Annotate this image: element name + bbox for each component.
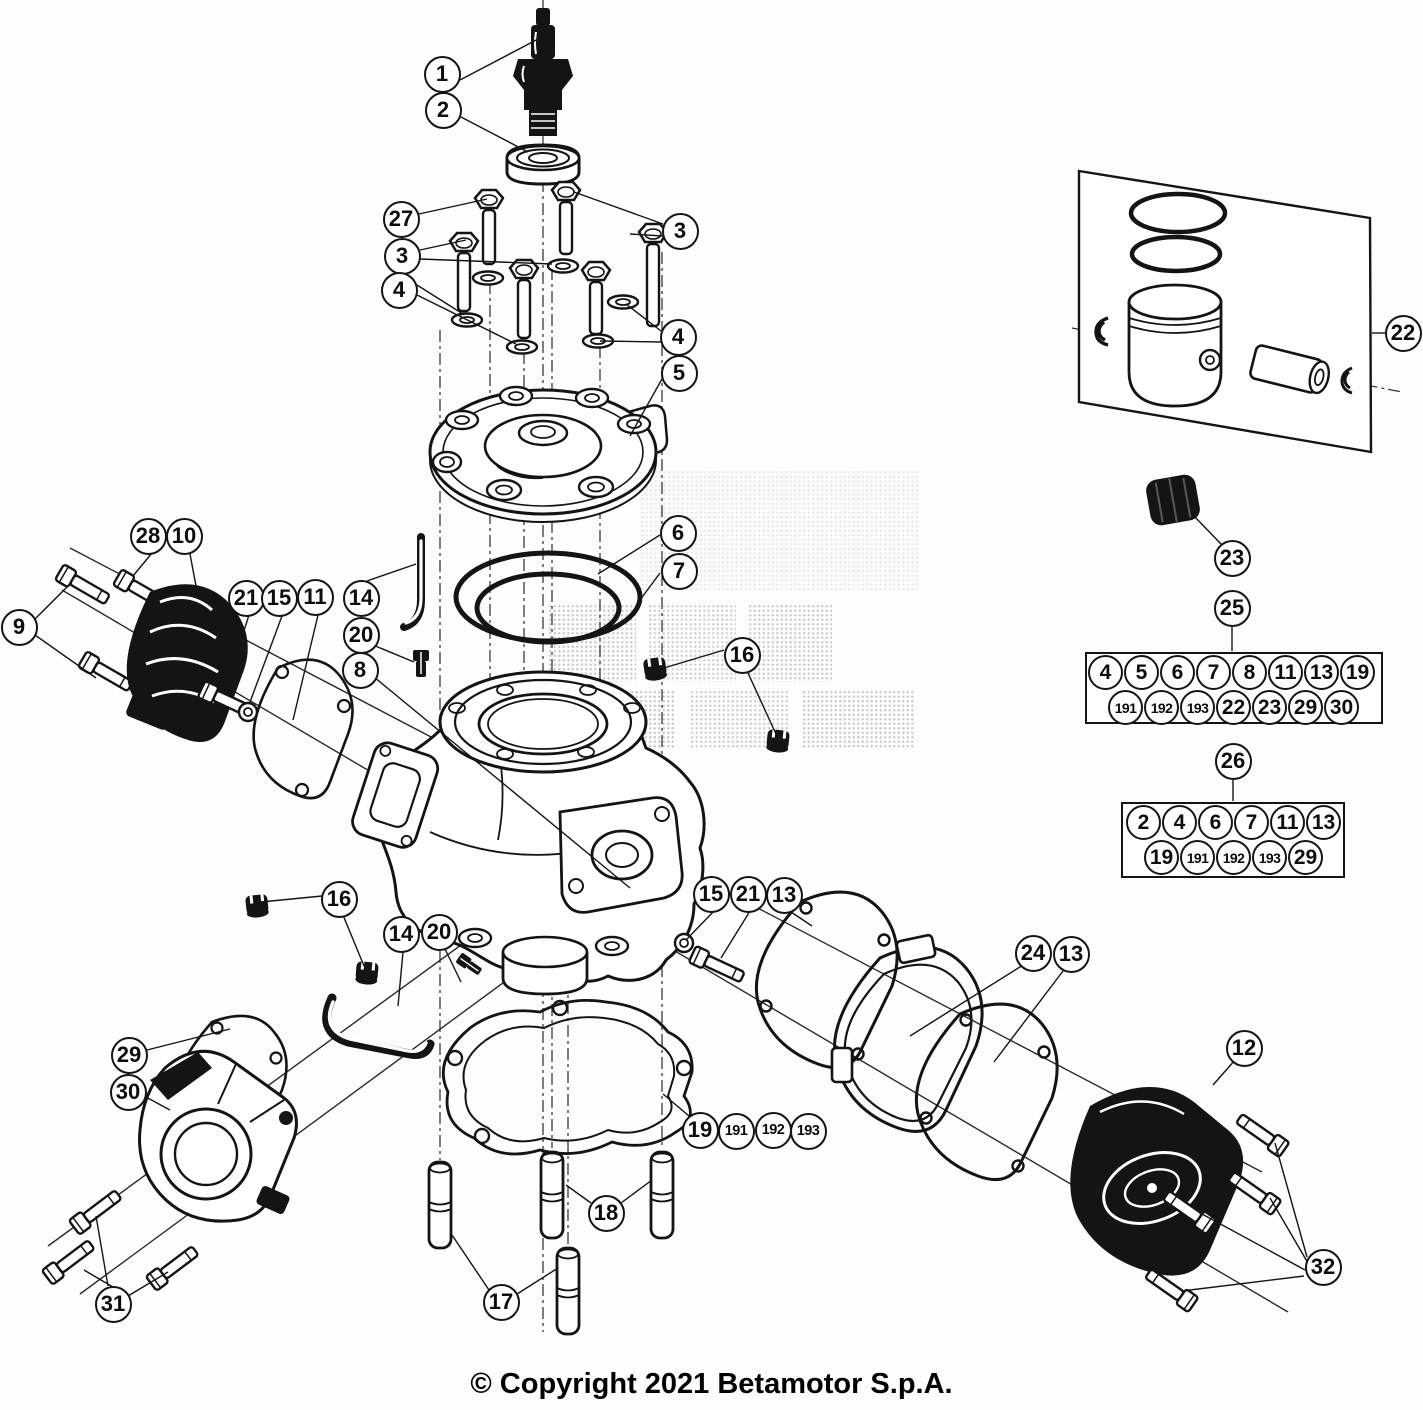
callout-3: 3 xyxy=(661,212,699,250)
ref-group-25-item-6: 6 xyxy=(1160,655,1195,690)
callout-17: 17 xyxy=(482,1283,520,1321)
callout-28: 28 xyxy=(129,517,167,555)
head-bolts xyxy=(448,180,669,355)
rubber-cap xyxy=(1146,474,1200,526)
copyright-text: © Copyright 2021 Betamotor S.p.A. xyxy=(470,1368,953,1400)
watermark-block xyxy=(802,690,914,748)
ref-group-25-item-13: 13 xyxy=(1304,655,1339,690)
callout-3: 3 xyxy=(383,237,421,275)
callout-21: 21 xyxy=(729,875,767,913)
cylinder xyxy=(351,670,706,996)
callout-1: 1 xyxy=(423,55,461,93)
callout-31: 31 xyxy=(94,1285,132,1323)
ref-group-25-item-22: 22 xyxy=(1216,690,1251,725)
callout-16: 16 xyxy=(723,636,761,674)
ref-group-26-item-7: 7 xyxy=(1234,805,1269,840)
plug-seal-washer xyxy=(505,143,581,186)
ref-group-25-item-29: 29 xyxy=(1288,690,1323,725)
ref-group-25-item-4: 4 xyxy=(1088,655,1123,690)
base-gasket xyxy=(441,999,694,1156)
ref-group-25-item-23: 23 xyxy=(1252,690,1287,725)
ref-group-26-item-11: 11 xyxy=(1270,805,1305,840)
callout-14: 14 xyxy=(342,579,380,617)
callout-15: 15 xyxy=(260,579,298,617)
ref-group-26-item-4: 4 xyxy=(1162,805,1197,840)
ref-group-26-item-191: 191 xyxy=(1180,840,1215,875)
callout-21: 21 xyxy=(227,579,265,617)
intake-spacer xyxy=(830,933,984,1133)
callout-29: 29 xyxy=(110,1036,148,1074)
ref-group-26-item-6: 6 xyxy=(1198,805,1233,840)
ref-group-26-item-29: 29 xyxy=(1288,840,1323,875)
callout-10: 10 xyxy=(165,517,203,555)
callout-27: 27 xyxy=(382,200,420,238)
ref-group-25-item-5: 5 xyxy=(1124,655,1159,690)
watermark-block xyxy=(748,604,832,682)
callout-4: 4 xyxy=(659,318,697,356)
leader-lines xyxy=(34,37,1385,1297)
ref-group-25-item-8: 8 xyxy=(1232,655,1267,690)
callout-23: 23 xyxy=(1213,539,1251,577)
callout-13: 13 xyxy=(1052,935,1090,973)
callout-192: 192 xyxy=(754,1111,792,1149)
callout-6: 6 xyxy=(659,514,697,552)
ref-group-25-item-191: 191 xyxy=(1108,690,1143,725)
callout-32: 32 xyxy=(1304,1248,1342,1286)
ref-group-25-item-30: 30 xyxy=(1324,690,1359,725)
head-o-rings xyxy=(453,550,643,645)
head-cover-gasket xyxy=(252,658,354,800)
ref-group-26-item-192: 192 xyxy=(1216,840,1251,875)
ref-group-26-item-2: 2 xyxy=(1126,805,1161,840)
callout-25: 25 xyxy=(1213,589,1251,627)
callout-9: 9 xyxy=(0,608,38,646)
ref-group-26-item-19: 19 xyxy=(1144,840,1179,875)
callout-24: 24 xyxy=(1014,934,1052,972)
piston-kit-box xyxy=(1077,169,1373,454)
callout-26: 26 xyxy=(1214,742,1252,780)
intake-cover xyxy=(1070,1086,1244,1276)
callout-22: 22 xyxy=(1384,314,1422,352)
ref-group-25-item-193: 193 xyxy=(1180,690,1215,725)
callout-12: 12 xyxy=(1225,1029,1263,1067)
coolant-pipe-upper xyxy=(400,533,425,631)
intake-gasket-2 xyxy=(914,1002,1059,1181)
callout-2: 2 xyxy=(424,91,462,129)
head-cover xyxy=(126,584,248,742)
studs xyxy=(427,1150,675,1336)
ref-group-25-item-7: 7 xyxy=(1196,655,1231,690)
callout-4: 4 xyxy=(380,271,418,309)
callout-20: 20 xyxy=(342,616,380,654)
fitting-lower xyxy=(456,953,482,975)
callout-16: 16 xyxy=(320,880,358,918)
reed-valve-body xyxy=(138,1049,298,1223)
callout-191: 191 xyxy=(717,1112,755,1150)
callout-15: 15 xyxy=(692,875,730,913)
ref-group-25-item-11: 11 xyxy=(1268,655,1303,690)
spark-plug xyxy=(513,8,573,136)
callout-14: 14 xyxy=(382,915,420,953)
ref-group-25-item-19: 19 xyxy=(1340,655,1375,690)
ref-group-26-item-193: 193 xyxy=(1252,840,1287,875)
callout-5: 5 xyxy=(660,354,698,392)
callout-20: 20 xyxy=(420,913,458,951)
callout-30: 30 xyxy=(109,1073,147,1111)
ref-group-25-item-192: 192 xyxy=(1144,690,1179,725)
fitting-upper xyxy=(413,650,429,677)
cylinder-head xyxy=(428,385,669,523)
callout-11: 11 xyxy=(296,578,334,616)
intake-screw-washer xyxy=(673,932,748,987)
callout-8: 8 xyxy=(341,651,379,689)
callout-193: 193 xyxy=(789,1112,827,1150)
callout-18: 18 xyxy=(587,1194,625,1232)
callout-7: 7 xyxy=(660,552,698,590)
callout-19: 19 xyxy=(681,1111,719,1149)
ref-group-26-item-13: 13 xyxy=(1306,805,1341,840)
callout-13: 13 xyxy=(765,876,803,914)
coolant-pipe-lower xyxy=(322,993,435,1059)
